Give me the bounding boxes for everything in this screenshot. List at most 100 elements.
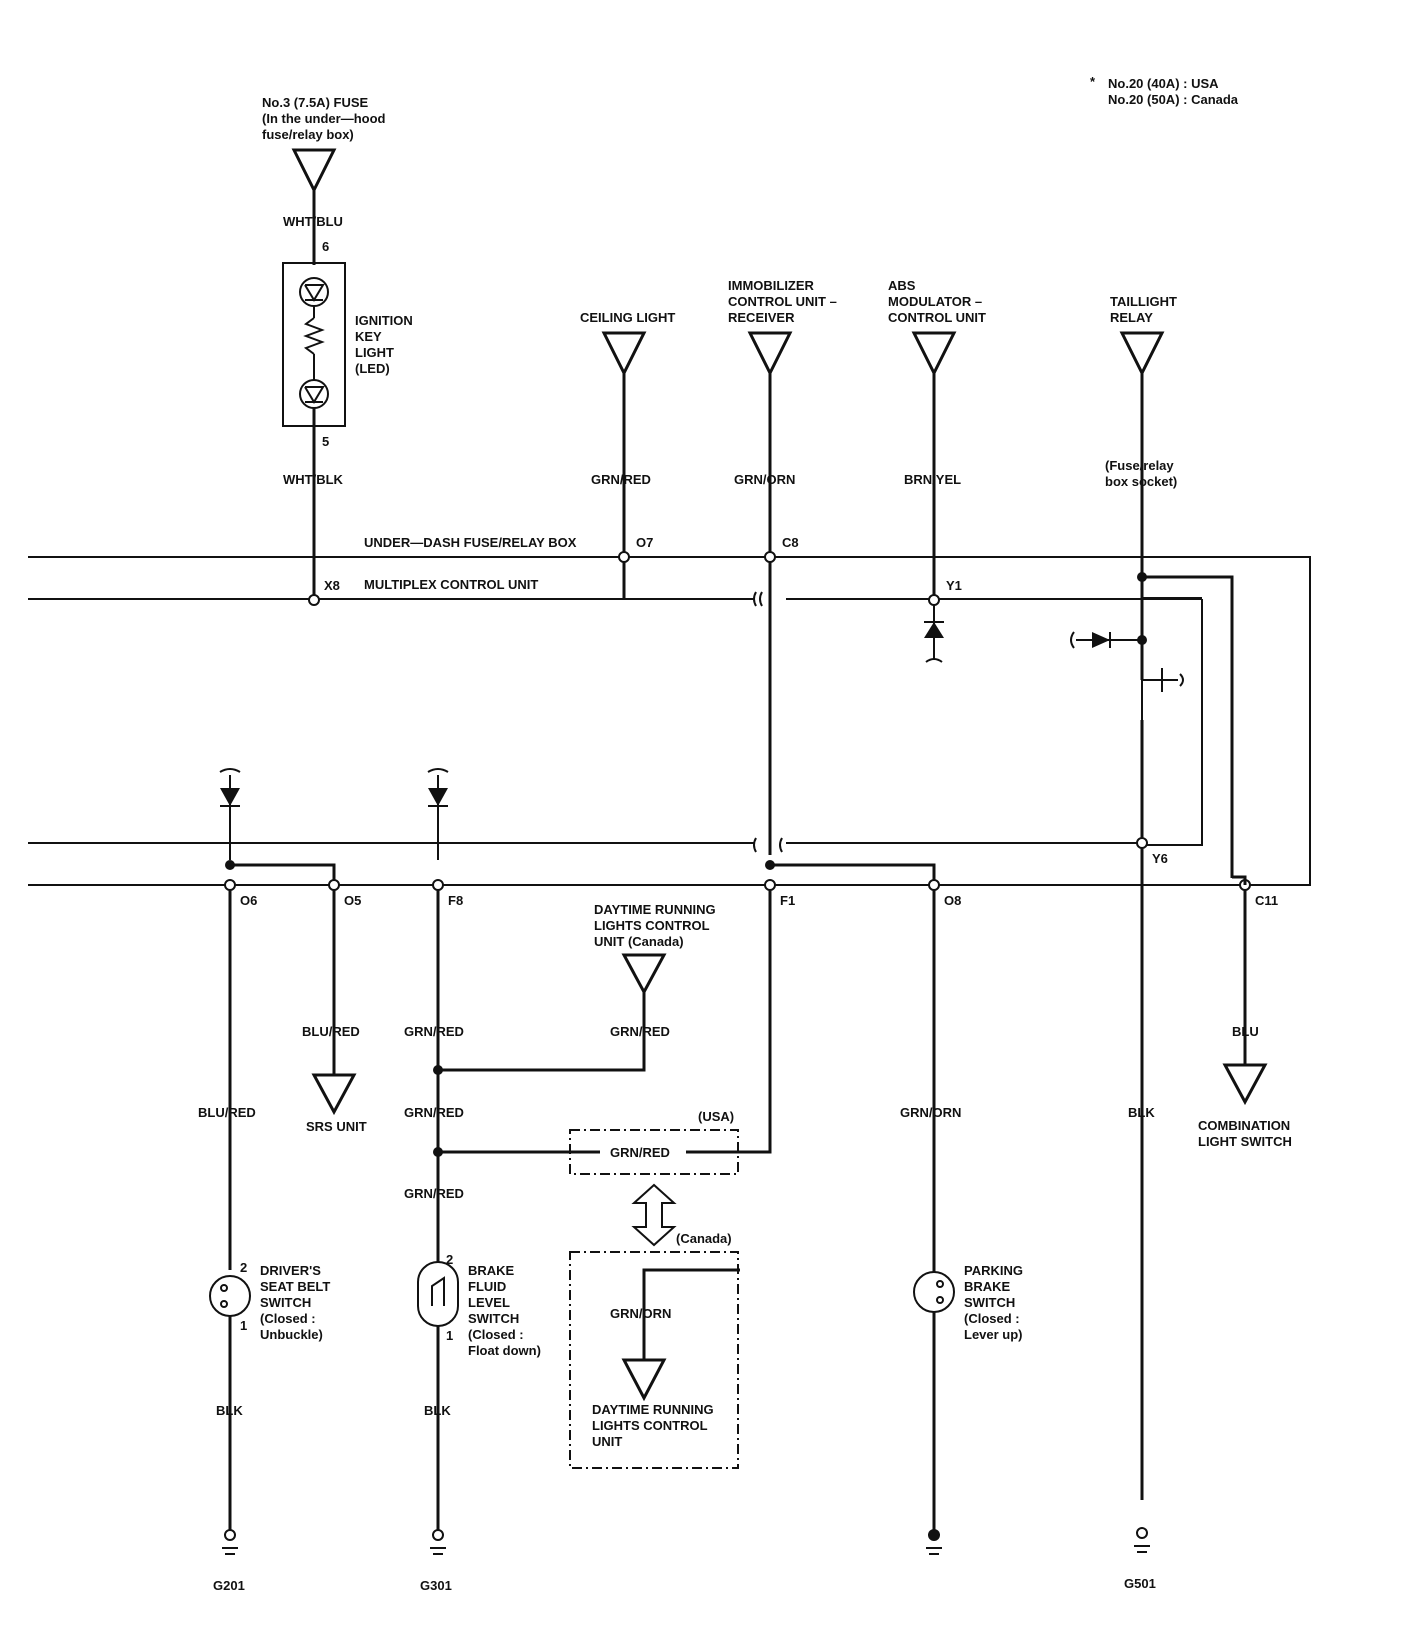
immobilizer-label-2: CONTROL UNIT – xyxy=(728,294,837,309)
wire-blu-red-srs: BLU/RED xyxy=(302,1024,360,1039)
resistor-icon xyxy=(303,317,325,355)
brake-label-2: FLUID xyxy=(468,1279,506,1294)
fuse-no3: No.3 (7.5A) FUSE (In the under—hood fuse… xyxy=(262,95,386,265)
multiplex-label: MULTIPLEX CONTROL UNIT xyxy=(364,577,538,592)
diode-f8 xyxy=(427,768,449,860)
park-label-4: (Closed : xyxy=(964,1311,1020,1326)
key-light-label-3: LIGHT xyxy=(355,345,394,360)
terminal-f8 xyxy=(432,879,444,891)
key-light-pin-6: 6 xyxy=(322,239,329,254)
brake-fluid-switch-icon xyxy=(417,1261,459,1327)
drl-box-label-1: DAYTIME RUNNING xyxy=(592,1402,714,1417)
parking-brake-switch-icon xyxy=(913,1271,955,1313)
wire-grn-red-usa: GRN/RED xyxy=(610,1145,670,1160)
note-line-canada: No.20 (50A) : Canada xyxy=(1108,92,1239,107)
terminal-y1 xyxy=(928,594,940,606)
immobilizer-label-3: RECEIVER xyxy=(728,310,795,325)
terminal-o7 xyxy=(618,551,630,563)
under-dash-fuse-relay-box: UNDER—DASH FUSE/RELAY BOX xyxy=(28,535,1311,886)
seat-switch-pin-1: 1 xyxy=(240,1318,247,1333)
wire-blk-seat: BLK xyxy=(216,1403,243,1418)
terminal-o6-label: O6 xyxy=(240,893,257,908)
taillight-relay-terminal xyxy=(1119,331,1165,377)
terminal-y1-label: Y1 xyxy=(946,578,962,593)
wire-blk-tail: BLK xyxy=(1128,1105,1155,1120)
key-light-label-2: KEY xyxy=(355,329,382,344)
abs-label-3: CONTROL UNIT xyxy=(888,310,986,325)
ignition-key-light: IGNITION KEY LIGHT (LED) 5 WHT/BLK xyxy=(282,262,413,602)
combination-switch-branch: BLU COMBINATION LIGHT SWITCH xyxy=(1198,890,1292,1149)
wire-brn-yel: BRN/YEL xyxy=(904,472,961,487)
fuse-terminal-symbol xyxy=(291,148,337,194)
ground-icon xyxy=(928,1529,940,1541)
immobilizer-terminal xyxy=(747,331,793,377)
seat-switch-pin-2: 2 xyxy=(240,1260,247,1275)
taillight-relay-label-1: TAILLIGHT xyxy=(1110,294,1177,309)
combo-label-1: COMBINATION xyxy=(1198,1118,1290,1133)
terminal-o6 xyxy=(224,879,236,891)
brake-label-6: Float down) xyxy=(468,1343,541,1358)
terminal-y6 xyxy=(1136,837,1148,849)
immobilizer-label-1: IMMOBILIZER xyxy=(728,278,815,293)
fuse-label-2: (In the under—hood xyxy=(262,111,386,126)
combo-label-2: LIGHT SWITCH xyxy=(1198,1134,1292,1149)
wire-grn-red-2: GRN/RED xyxy=(404,1105,464,1120)
park-label-1: PARKING xyxy=(964,1263,1023,1278)
terminal-x8-label: X8 xyxy=(324,578,340,593)
srs-terminal xyxy=(311,1073,357,1116)
wire-wht-blu: WHT/BLU xyxy=(283,214,343,229)
ceiling-light-terminal xyxy=(601,331,647,377)
terminal-f8-label: F8 xyxy=(448,893,463,908)
wire-wht-blk: WHT/BLK xyxy=(283,472,344,487)
wire-blk-brake: BLK xyxy=(424,1403,451,1418)
usa-label: (USA) xyxy=(698,1109,734,1124)
seat-switch-label-4: (Closed : xyxy=(260,1311,316,1326)
drl-terminal xyxy=(621,953,667,996)
key-light-label-1: IGNITION xyxy=(355,313,413,328)
park-label-5: Lever up) xyxy=(964,1327,1023,1342)
multiplex-control-unit: MULTIPLEX CONTROL UNIT xyxy=(28,577,1203,853)
seat-switch-label-2: SEAT BELT xyxy=(260,1279,330,1294)
drl-canada: DAYTIME RUNNING LIGHTS CONTROL UNIT (Can… xyxy=(438,902,716,1072)
wire-grn-red-drl: GRN/RED xyxy=(610,1024,670,1039)
key-light-pin-5: 5 xyxy=(322,434,329,449)
ground-g201: G201 xyxy=(213,1578,245,1593)
abs-diode-icon xyxy=(924,605,944,663)
wire-grn-orn-immobilizer: GRN/ORN xyxy=(734,472,795,487)
wire-grn-orn-canada: GRN/ORN xyxy=(610,1306,671,1321)
taillight-ground-branch: BLK G501 xyxy=(1124,1105,1156,1591)
fuse-label-3: fuse/relay box) xyxy=(262,127,354,142)
brake-label-4: SWITCH xyxy=(468,1311,519,1326)
srs-branch: BLU/RED SRS UNIT xyxy=(302,890,367,1134)
terminal-o5 xyxy=(328,879,340,891)
option-swap-arrow-icon xyxy=(631,1183,677,1247)
drl-label-3: UNIT (Canada) xyxy=(594,934,684,949)
wire-grn-orn-parking: GRN/ORN xyxy=(900,1105,961,1120)
parking-brake-branch: GRN/ORN PARKING BRAKE SWITCH (Closed : L… xyxy=(900,890,1023,1555)
taillight-relay-circuit xyxy=(1070,572,1234,1500)
seat-switch-label-5: Unbuckle) xyxy=(260,1327,323,1342)
terminal-c11-label: C11 xyxy=(1255,893,1278,908)
wire-blu: BLU xyxy=(1232,1024,1259,1039)
diode-o6 xyxy=(219,768,241,860)
abs-label-2: MODULATOR – xyxy=(888,294,982,309)
fuse-note: * No.20 (40A) : USA No.20 (50A) : Canada xyxy=(1090,74,1239,107)
drl-label-1: DAYTIME RUNNING xyxy=(594,902,716,917)
terminal-o5-label: O5 xyxy=(344,893,361,908)
drl-box-label-3: UNIT xyxy=(592,1434,622,1449)
wire-grn-red-ceiling: GRN/RED xyxy=(591,472,651,487)
under-dash-box-label: UNDER—DASH FUSE/RELAY BOX xyxy=(364,535,577,550)
seat-belt-branch: BLU/RED 2 1 DRIVER'S SEAT BELT SWITCH (C… xyxy=(198,890,330,1593)
diode-icon xyxy=(1092,632,1110,648)
ground-icon xyxy=(224,1529,236,1541)
canada-label: (Canada) xyxy=(676,1231,732,1246)
seat-switch-label-1: DRIVER'S xyxy=(260,1263,321,1278)
fuse-label-1: No.3 (7.5A) FUSE xyxy=(262,95,369,110)
brake-label-1: BRAKE xyxy=(468,1263,515,1278)
taillight-relay-label-2: RELAY xyxy=(1110,310,1153,325)
ground-g301: G301 xyxy=(420,1578,452,1593)
usa-option: (USA) GRN/RED xyxy=(438,890,772,1175)
diode-icon xyxy=(220,788,240,806)
ground-g501: G501 xyxy=(1124,1576,1156,1591)
